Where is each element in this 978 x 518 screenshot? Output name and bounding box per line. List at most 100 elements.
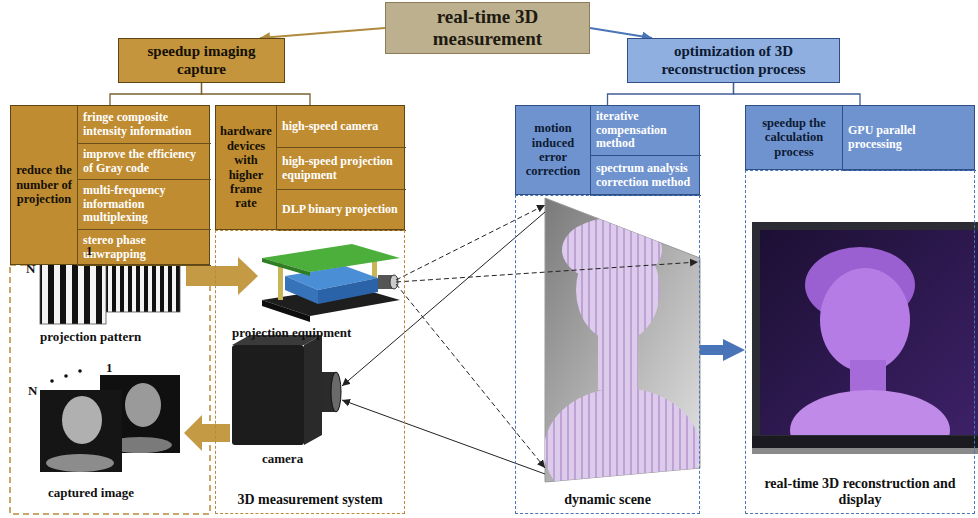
method-text: DLP binary projection xyxy=(282,203,398,217)
node-text: speedup imaging capture xyxy=(123,43,280,78)
bust-head xyxy=(576,238,660,342)
dashed-region: real-time 3D reconstruction and display xyxy=(745,170,975,514)
method-cell: high-speed projection equipment xyxy=(276,148,406,190)
projector-body xyxy=(285,276,318,304)
connector xyxy=(260,28,385,38)
method-text: improve the efficiency of Gray code xyxy=(83,148,206,176)
label-holder: camera xyxy=(262,452,303,467)
bust-head xyxy=(125,383,161,427)
bust-shoulders xyxy=(544,388,700,512)
method-text: high-speed projection equipment xyxy=(282,155,401,183)
flow-arrow xyxy=(184,415,230,451)
node-text: reduce the number of projection xyxy=(14,163,74,206)
figure-label: projection pattern xyxy=(40,330,141,345)
label-holder: projection equipment xyxy=(232,326,351,341)
label-holder: projection pattern xyxy=(40,330,141,345)
group-label-cell: motion induced error correction xyxy=(516,106,590,194)
node-text: speedup the calculation process xyxy=(749,116,839,159)
node-text: hardware devices with higher frame rate xyxy=(219,124,273,210)
group-label-cell: reduce the number of projection xyxy=(11,106,77,264)
method-text: stereo phase unwrapping xyxy=(83,234,206,262)
connector xyxy=(590,28,652,38)
light-ray xyxy=(396,262,698,282)
method-cell: stereo phase unwrapping xyxy=(77,230,211,266)
method-cell: multi-frequency information multiplexing xyxy=(77,180,211,230)
light-ray xyxy=(396,284,545,468)
method-text: high-speed camera xyxy=(282,120,378,134)
method-text: iterative compensation method xyxy=(596,110,696,151)
label-holder: N xyxy=(28,384,37,399)
ellipsis-dot xyxy=(78,369,82,373)
method-cell: high-speed camera xyxy=(276,106,406,148)
connector xyxy=(608,83,734,105)
bust-figure xyxy=(544,218,700,512)
connector xyxy=(700,345,723,355)
branch-box: speedup imaging capture xyxy=(118,38,285,83)
node-text: dynamic scene xyxy=(564,492,651,508)
scene-figure xyxy=(342,198,700,512)
label-holder: N xyxy=(26,262,35,277)
bust-shoulders xyxy=(46,454,114,472)
projector-base xyxy=(262,300,310,322)
node-text: optimization of 3D reconstruction proces… xyxy=(632,43,835,78)
node-text: real-time 3D reconstruction and display xyxy=(750,476,970,508)
light-ray xyxy=(396,205,545,280)
desk xyxy=(752,448,978,454)
captured-image-figure xyxy=(40,369,180,472)
method-text: spectrum analysis correction method xyxy=(596,162,696,190)
node-text: real-time 3D measurement xyxy=(390,6,585,50)
branch-box: optimization of 3D reconstruction proces… xyxy=(627,38,840,83)
bust-neck xyxy=(598,330,638,390)
method-cell: DLP binary projection xyxy=(276,190,406,231)
connector xyxy=(110,83,202,105)
method-text: fringe composite intensity information xyxy=(83,111,206,139)
bust-shoulders xyxy=(790,390,950,435)
captured-frame xyxy=(40,390,122,472)
camera-lens xyxy=(331,372,341,412)
method-cell: improve the efficiency of Gray code xyxy=(77,144,211,180)
bust-head xyxy=(820,268,910,372)
bust-head xyxy=(62,396,102,444)
ellipsis-dot xyxy=(50,379,54,383)
method-cell: spectrum analysis correction method xyxy=(590,156,701,196)
node-text: 3D measurement system xyxy=(237,492,382,508)
method-group: motion induced error correctioniterative… xyxy=(515,105,700,195)
dashed-region: dynamic scene xyxy=(515,195,700,514)
connector xyxy=(202,83,311,105)
monitor-figure xyxy=(752,222,978,470)
camera-body xyxy=(232,345,304,445)
figure-label: captured image xyxy=(48,486,134,501)
frame-index: 1 xyxy=(86,244,93,259)
label-holder: 1 xyxy=(106,361,113,376)
projector-plate xyxy=(262,258,310,276)
method-group: reduce the number of projection fringe co… xyxy=(10,105,210,265)
reconstruction-figure xyxy=(790,247,950,435)
monitor-bezel xyxy=(752,436,978,448)
projector-body xyxy=(318,278,378,304)
method-cell: fringe composite intensity information xyxy=(77,106,211,144)
root-box: real-time 3D measurement xyxy=(385,2,590,54)
camera-figure xyxy=(232,335,341,445)
figure-label: projection equipment xyxy=(232,326,351,341)
camera-body xyxy=(304,335,322,445)
label-holder: captured image xyxy=(48,486,134,501)
label-holder: 1 xyxy=(86,244,93,259)
projector-figure xyxy=(262,244,400,322)
method-cell: GPU parallel processing xyxy=(842,106,976,171)
method-cell: iterative compensation method xyxy=(590,106,701,156)
node-text: motion induced error correction xyxy=(519,121,587,179)
fringe-pattern xyxy=(40,262,106,324)
figure-label: camera xyxy=(262,452,303,467)
frame-index: 1 xyxy=(106,361,113,376)
method-group: hardware devices with higher frame rate h… xyxy=(215,105,405,230)
frame-index: N xyxy=(26,262,35,277)
frame-index: N xyxy=(28,384,37,399)
method-group: speedup the calculation process GPU paral… xyxy=(745,105,975,170)
method-text: GPU parallel processing xyxy=(848,124,971,152)
ellipsis-dot xyxy=(64,374,68,378)
dashed-region: 3D measurement system xyxy=(215,230,405,514)
method-text: multi-frequency information multiplexing xyxy=(83,184,206,225)
